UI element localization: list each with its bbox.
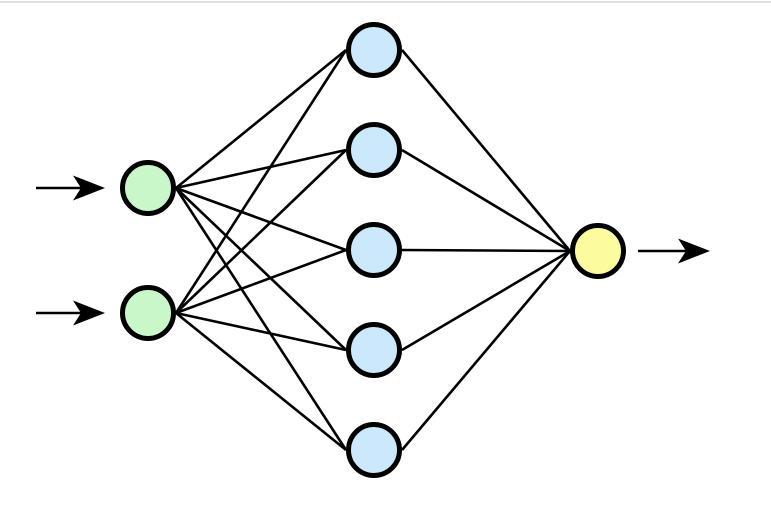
edge-hidden-to-output xyxy=(401,249,571,352)
input-arrow-2-head-icon xyxy=(73,300,105,326)
edge-input-to-hidden xyxy=(174,187,348,451)
edge-input-to-hidden xyxy=(175,311,347,352)
edge-input-to-hidden xyxy=(175,311,347,452)
hidden-node-2 xyxy=(346,122,402,178)
output-node-1 xyxy=(570,223,626,279)
top-border-line xyxy=(0,1,771,3)
edge-hidden-to-output xyxy=(401,148,571,253)
edge-input-to-hidden xyxy=(175,248,347,315)
input-node-2 xyxy=(120,285,176,341)
edge-hidden-to-output xyxy=(401,248,571,253)
edge-input-to-hidden xyxy=(175,186,347,252)
edge-input-to-hidden xyxy=(175,148,347,190)
edge-input-to-hidden xyxy=(175,48,347,190)
hidden-node-5 xyxy=(346,422,402,478)
edge-input-to-hidden xyxy=(174,49,348,314)
edge-hidden-to-output xyxy=(401,250,571,451)
output-arrow-1-head-icon xyxy=(678,238,710,264)
input-node-1 xyxy=(120,160,176,216)
hidden-node-4 xyxy=(346,322,402,378)
edge-input-to-hidden xyxy=(175,187,347,351)
hidden-node-3 xyxy=(346,222,402,278)
hidden-node-1 xyxy=(346,22,402,78)
input-arrow-1-head-icon xyxy=(73,175,105,201)
edge-input-to-hidden xyxy=(175,149,347,314)
edge-hidden-to-output xyxy=(401,49,571,252)
